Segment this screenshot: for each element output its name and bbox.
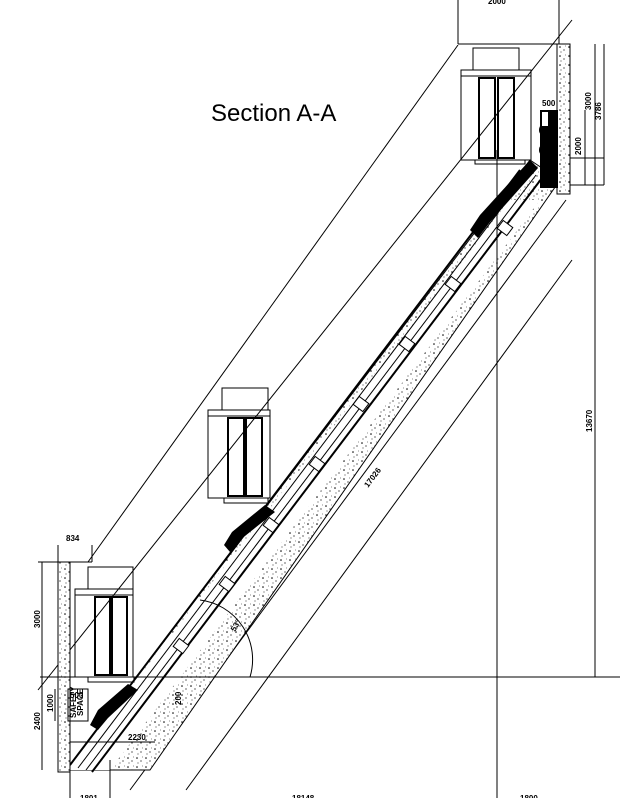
- dim-top-machine-width: 500: [542, 99, 556, 108]
- drawing-title: Section A-A: [211, 100, 336, 127]
- dim-top-pit-height: 3000: [584, 92, 593, 110]
- dim-top-machine-height: 2000: [574, 137, 583, 155]
- dim-bottom-right-length: 1800: [520, 794, 538, 798]
- rail-track: [69, 169, 543, 773]
- dim-horizontal-run: 18148: [292, 794, 315, 798]
- dim-safety-width: 500: [70, 691, 84, 700]
- angle-arc: [199, 599, 254, 678]
- top-landing-wall: [457, 0, 571, 195]
- svg-text:SAFETY: SAFETY: [69, 686, 78, 718]
- safety-space-box: 500 SAFETY SPACE: [67, 686, 89, 722]
- right-dimensions: 3000 3786 2000 500 13670 2000: [488, 0, 605, 798]
- dim-travel-length: 17026: [362, 466, 383, 490]
- dim-bottom-landing-width: 834: [66, 534, 80, 543]
- dim-bottom-run-width: 2230: [128, 733, 146, 742]
- bottom-landing-wall: [57, 545, 93, 773]
- bottom-landing-car: [74, 566, 138, 730]
- svg-text:SPACE: SPACE: [76, 688, 85, 716]
- top-drive-machine: [539, 110, 558, 188]
- bottom-dimensions: 1801 18148 1800: [69, 760, 538, 798]
- dim-top-width: 2000: [488, 0, 506, 6]
- dim-bottom-total-height: 2400: [33, 712, 42, 730]
- top-landing-car: [460, 47, 538, 238]
- dim-rail-offset: 200: [174, 691, 183, 705]
- left-dimensions: 834 3000 2400 1000 2230 200: [33, 534, 183, 770]
- dim-bottom-safety-height: 1000: [46, 694, 55, 712]
- dim-top-total-height: 3786: [594, 102, 603, 120]
- dim-vertical-rise: 13670: [585, 409, 594, 432]
- dim-bottom-left-length: 1801: [80, 794, 98, 798]
- mid-travel-car: [207, 387, 275, 552]
- rail-brackets: [172, 219, 514, 655]
- dim-bottom-pit-height: 3000: [33, 610, 42, 628]
